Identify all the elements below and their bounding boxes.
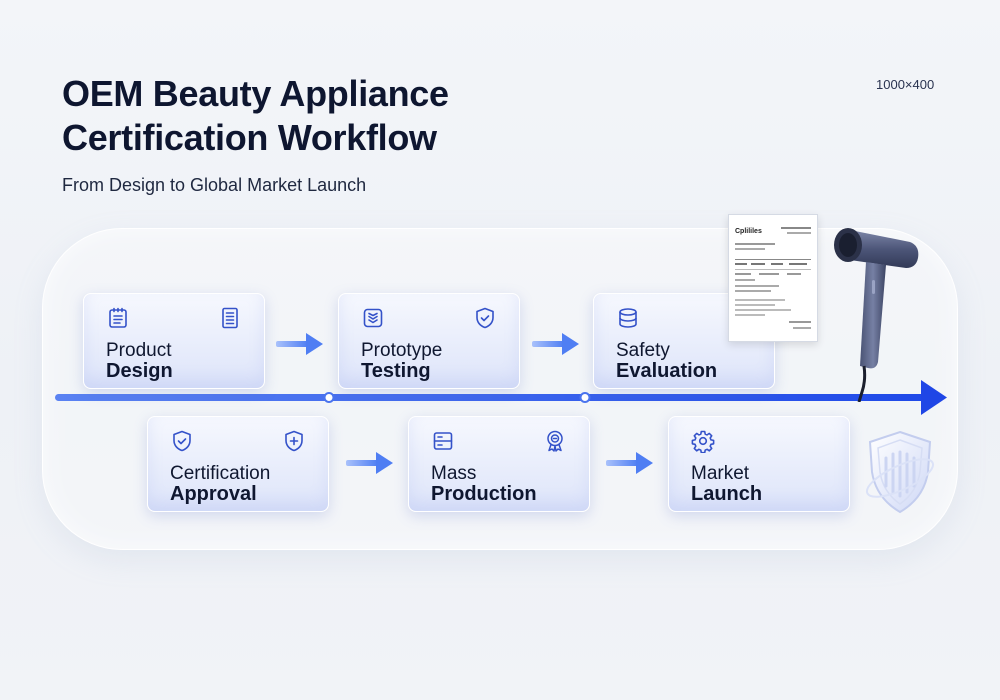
flow-arrow-4 [606,450,656,476]
step-label-line2: Launch [691,483,763,505]
step-certification-approval[interactable]: Certification Approval [147,416,329,512]
step-label-line1: Certification [170,463,271,484]
flow-arrow-1 [276,331,326,357]
database-icon [616,306,640,330]
step-label-line1: Market [691,463,750,484]
step-label-line2: Production [431,483,537,505]
timeline-node-2 [579,392,591,403]
step-label-line2: Design [106,360,173,382]
timeline-node-1 [323,392,335,403]
step-label-line2: Testing [361,360,431,382]
step-market-launch[interactable]: Market Launch [668,416,850,512]
shield-check-icon [473,306,497,330]
document-heading: Cplililes [735,228,762,235]
step-label-line1: Product [106,340,172,361]
flow-arrow-3 [346,450,396,476]
gear-icon [691,429,715,453]
shield-check-icon [170,429,194,453]
step-label-line2: Evaluation [616,360,718,382]
server-rack-icon [431,429,455,453]
shield-plus-icon [282,429,306,453]
page-subtitle: From Design to Global Market Launch [62,175,367,195]
certificate-document-illustration: Cplililes [728,214,818,342]
award-badge-icon [543,429,567,453]
clipboard-icon [106,306,130,330]
step-mass-production[interactable]: Mass Production [408,416,590,512]
step-label-line1: Safety [616,340,670,361]
hair-dryer-illustration [828,220,928,402]
timeline-arrow [55,378,950,418]
step-label-line1: Mass [431,463,477,484]
dimensions-label: 1000×400 [876,77,935,92]
layers-check-icon [361,306,385,330]
step-label-line2: Approval [170,483,257,505]
step-product-design[interactable]: Product Design [83,293,265,389]
step-prototype-testing[interactable]: Prototype Testing [338,293,520,389]
step-label-line1: Prototype [361,340,443,361]
flow-arrow-2 [532,331,582,357]
shield-emblem-icon [862,428,938,516]
page-title: OEM Beauty Appliance Certification Workf… [62,73,449,158]
document-icon [218,306,242,330]
